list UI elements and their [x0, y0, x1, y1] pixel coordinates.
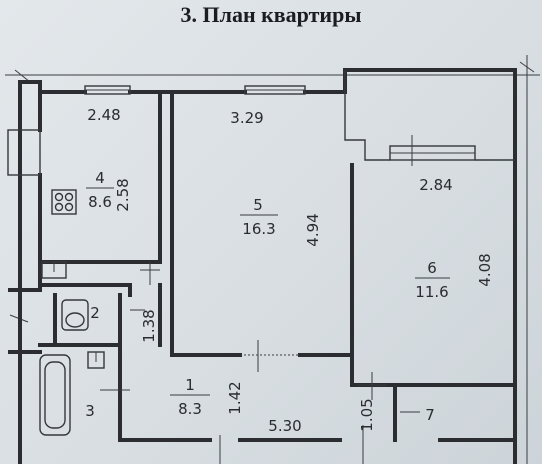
dimension-marks	[100, 262, 420, 464]
windows	[84, 85, 476, 166]
axis-lines	[5, 55, 540, 464]
room-label-storage-number: 7	[425, 406, 435, 424]
dim-bedroom-width: 2.84	[419, 176, 452, 194]
room-label-bathroom-number: 3	[85, 402, 95, 420]
dim-hall-length: 5.30	[268, 417, 301, 435]
interior-walls	[38, 93, 517, 442]
balcony	[344, 70, 515, 161]
dim-living-length: 4.94	[304, 213, 322, 246]
room-label-kitchen-number: 4	[95, 169, 105, 187]
outer-walls	[8, 68, 517, 464]
bathtub-icon	[39, 354, 71, 436]
stove-icon	[51, 189, 77, 215]
area-fraction-lines	[86, 187, 450, 396]
room-label-kitchen-area: 8.6	[88, 193, 112, 211]
dim-kitchen-length: 2.58	[114, 178, 132, 211]
dim-bedroom-length: 4.08	[476, 253, 494, 286]
dim-kitchen-width: 2.48	[87, 106, 120, 124]
room-label-bedroom-number: 6	[427, 259, 437, 277]
room-labels: 4 8.6 5 16.3 6 11.6 1 8.3 2 3 7	[85, 169, 448, 424]
dimension-labels: 2.48 2.58 3.29 4.94 2.84 4.08 1.38 1.42 …	[87, 106, 494, 435]
room-label-living-number: 5	[253, 196, 263, 214]
toilet-icon	[61, 299, 89, 331]
plan-title: 3. План квартиры	[180, 2, 362, 27]
room-label-living-area: 16.3	[242, 220, 275, 238]
dim-wc-width: 1.38	[140, 309, 158, 342]
room-label-bedroom-area: 11.6	[415, 283, 448, 301]
room-label-hall-number: 1	[185, 376, 195, 394]
dim-living-width: 3.29	[230, 109, 263, 127]
dim-closet-width: 1.05	[358, 398, 376, 431]
kitchen-fixtures	[7, 129, 77, 279]
dim-hall-width: 1.42	[226, 381, 244, 414]
room-label-hall-area: 8.3	[178, 400, 202, 418]
room-label-wc-number: 2	[90, 304, 100, 322]
ventilation-shaft	[7, 129, 41, 176]
bathroom-fixtures	[39, 299, 105, 436]
